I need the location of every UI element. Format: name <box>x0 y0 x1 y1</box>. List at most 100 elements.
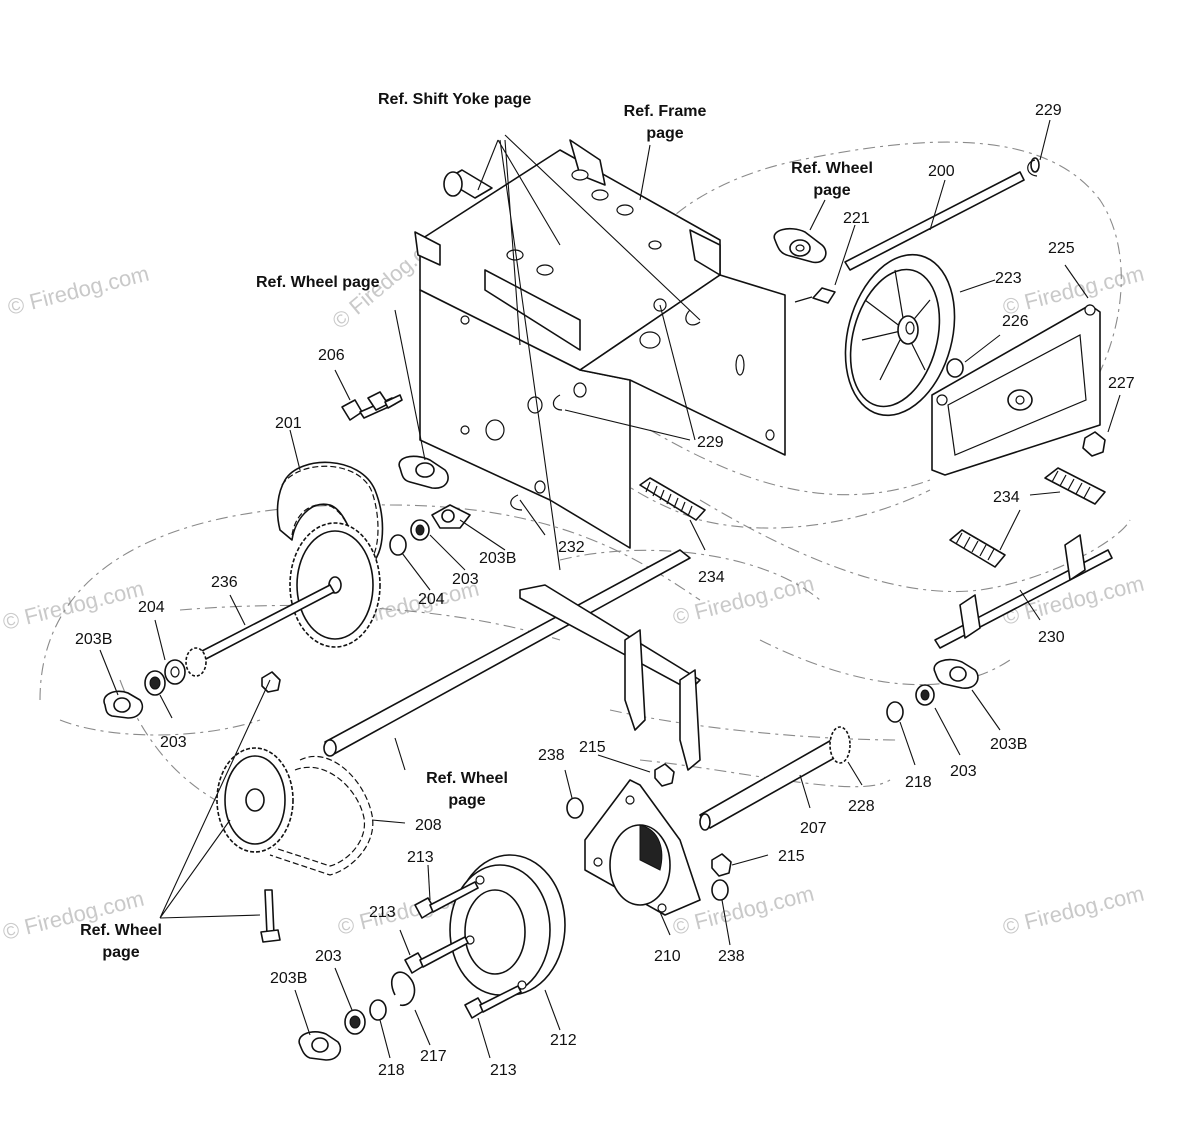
part-label: 203 <box>160 734 187 751</box>
part-label: 223 <box>995 270 1022 287</box>
watermark: © Firedog.com <box>1000 261 1146 320</box>
part-label: 218 <box>905 774 932 791</box>
washer-238-a <box>566 797 584 819</box>
part-label: 203B <box>990 736 1027 753</box>
reference-labels: Ref. Shift Yoke page Ref. Frame page Ref… <box>80 91 873 961</box>
part-label: 232 <box>558 539 585 556</box>
shaft-230 <box>934 534 1113 649</box>
watermark: © Firedog.com <box>5 261 151 320</box>
part-label: 203B <box>75 631 112 648</box>
bearing-203-right <box>915 684 935 706</box>
part-label: 215 <box>778 848 805 865</box>
bolts-206 <box>341 391 403 421</box>
nut-227 <box>1082 431 1106 457</box>
bolt-213-a <box>414 881 479 919</box>
bearing-flange-top <box>773 228 836 304</box>
bracket-plate-225 <box>931 304 1101 476</box>
bolt-213-c <box>464 985 522 1019</box>
part-label: 218 <box>378 1062 405 1079</box>
yoke-bushing <box>443 169 493 199</box>
part-label: 208 <box>415 817 442 834</box>
bolt-213-b <box>404 936 469 974</box>
part-label: 203 <box>950 763 977 780</box>
washer-218-right <box>886 701 904 723</box>
part-label: 213 <box>369 904 396 921</box>
bearing-flange-left-upper <box>398 455 449 489</box>
part-label: 229 <box>1035 102 1062 119</box>
ref-wheel-top-line1: Ref. Wheel <box>791 160 873 177</box>
nut-215-b <box>711 853 732 877</box>
bearing-203-bottom <box>344 1009 366 1035</box>
part-label: 203 <box>315 948 342 965</box>
clip-229-top <box>1027 159 1038 177</box>
housing-210 <box>584 779 701 916</box>
clip-232 <box>510 494 523 511</box>
part-label: 230 <box>1038 629 1065 646</box>
bearing-flange-left <box>103 690 144 719</box>
clip-229-b <box>552 394 563 411</box>
part-label: 229 <box>697 434 724 451</box>
part-number-labels: 229 200 221 225 223 226 227 206 201 229 … <box>75 102 1135 1079</box>
part-label: 213 <box>490 1062 517 1079</box>
part-label: 206 <box>318 347 345 364</box>
part-label: 234 <box>993 489 1020 506</box>
part-label: 204 <box>418 591 445 608</box>
part-label: 201 <box>275 415 302 432</box>
part-label: 228 <box>848 798 875 815</box>
ref-frame-line1: Ref. Frame <box>624 103 707 120</box>
flange-203B-mid <box>431 504 471 529</box>
part-label: 207 <box>800 820 827 837</box>
bearing-flange-bottom <box>298 1030 342 1061</box>
bearing-203-mid <box>410 519 430 541</box>
washer-226 <box>946 358 964 378</box>
clip-229-a <box>685 309 701 326</box>
washer-204-mid <box>389 534 407 556</box>
ref-wheel-left: Ref. Wheel page <box>256 274 380 291</box>
shaft-207 <box>699 726 851 831</box>
part-label: 234 <box>698 569 725 586</box>
part-label: 203B <box>479 550 516 567</box>
part-label: 212 <box>550 1032 577 1049</box>
chain-208 <box>269 755 374 876</box>
watermark: © Firedog.com <box>1000 881 1146 940</box>
part-label: 203B <box>270 970 307 987</box>
ref-wheel-bottom-line2: page <box>102 944 139 961</box>
part-label: 221 <box>843 210 870 227</box>
ref-wheel-top-line2: page <box>813 182 850 199</box>
part-label: 226 <box>1002 313 1029 330</box>
watermark: © Firedog.com <box>670 571 816 630</box>
part-label: 200 <box>928 163 955 180</box>
washer-218-bottom <box>369 999 387 1021</box>
part-label: 215 <box>579 739 606 756</box>
ref-wheel-bottom-line1: Ref. Wheel <box>80 922 162 939</box>
part-label: 238 <box>718 948 745 965</box>
sprocket-lower <box>216 747 294 853</box>
sprocket-upper <box>289 522 381 648</box>
ref-wheel-mid-line2: page <box>448 792 485 809</box>
ring-217 <box>390 971 416 1006</box>
nut-lower <box>261 671 281 693</box>
leader-lines <box>99 119 1121 1059</box>
bolt-lower <box>260 889 281 943</box>
washer-238-b <box>711 879 729 901</box>
part-label: 210 <box>654 948 681 965</box>
part-label: 217 <box>420 1048 447 1065</box>
spring-234-center <box>639 477 706 521</box>
drive-disc-212 <box>449 854 566 996</box>
part-label: 225 <box>1048 240 1075 257</box>
nut-215-a <box>654 763 675 787</box>
bearing-left <box>144 670 166 696</box>
ref-frame-line2: page <box>646 125 683 142</box>
part-label: 203 <box>452 571 479 588</box>
ref-wheel-mid-line1: Ref. Wheel <box>426 770 508 787</box>
spring-234-right <box>949 467 1106 568</box>
shaft-200 <box>844 157 1040 271</box>
small-sprocket-left <box>164 647 207 685</box>
bearing-flange-right <box>933 658 979 689</box>
part-label: 238 <box>538 747 565 764</box>
watermark: © Firedog.com <box>0 576 146 635</box>
part-label: 236 <box>211 574 238 591</box>
part-label: 204 <box>138 599 165 616</box>
